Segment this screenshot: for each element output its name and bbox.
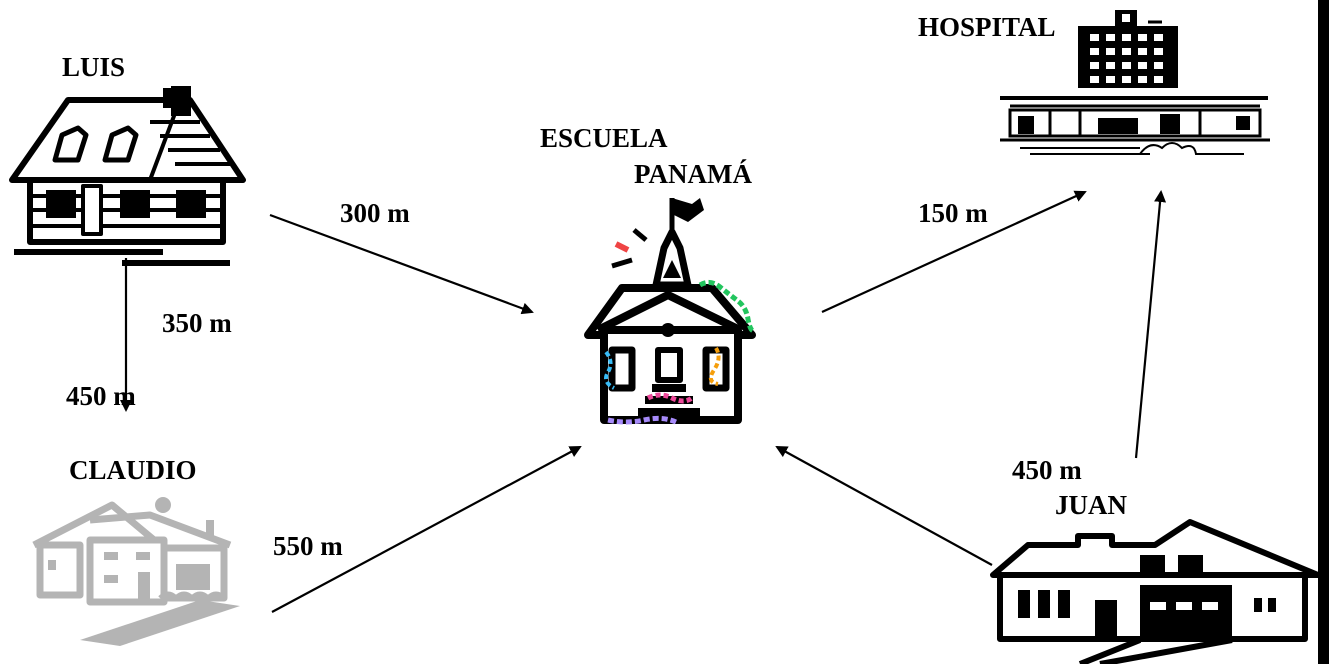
label-panama: PANAMÁ [634, 159, 752, 189]
hospital-icon [1000, 10, 1270, 155]
arrows [120, 190, 1167, 613]
distance-school-to-hospital: 150 m [918, 198, 988, 228]
house-luis-icon [9, 86, 246, 266]
distance-juan-to-hospital: 450 m [1012, 455, 1082, 485]
label-hospital: HOSPITAL [918, 12, 1056, 42]
arrow-school-to-hospital [821, 190, 1087, 314]
house-juan-icon [990, 519, 1321, 664]
label-claudio: CLAUDIO [69, 455, 197, 485]
label-luis: LUIS [62, 52, 126, 82]
label-escuela: ESCUELA [540, 123, 668, 153]
arrow-juan-to-hospital [1134, 190, 1167, 459]
arrow-luis-to-school [269, 213, 534, 315]
distance-luis-to-school: 300 m [340, 198, 410, 228]
distance-luis-to-claudio-a: 350 m [162, 308, 232, 338]
house-claudio-icon [32, 497, 240, 646]
arrow-claudio-to-school [271, 446, 582, 613]
arrow-juan-to-school [775, 446, 993, 566]
label-juan: JUAN [1055, 490, 1127, 520]
school-icon [584, 198, 756, 425]
distance-claudio-to-school: 550 m [273, 531, 343, 561]
page-border [1318, 0, 1329, 664]
distance-luis-to-claudio-b: 450 m [66, 381, 136, 411]
